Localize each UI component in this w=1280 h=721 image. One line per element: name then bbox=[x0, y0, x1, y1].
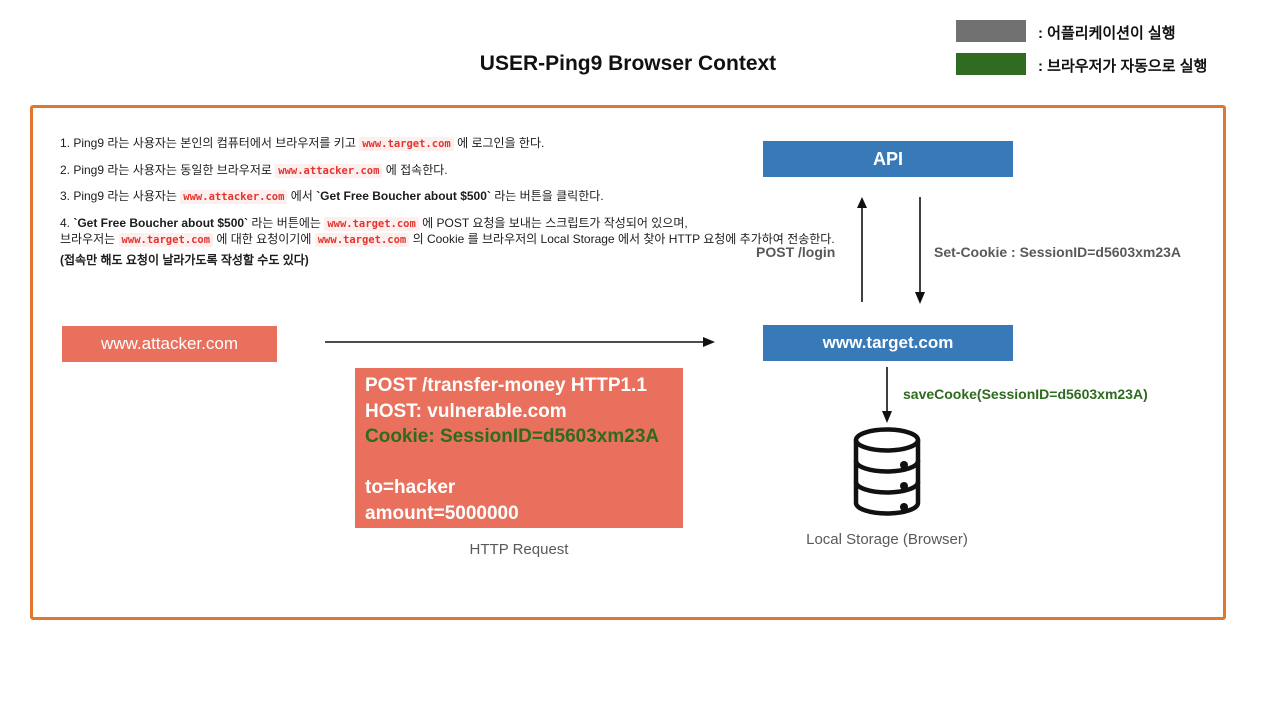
step-1-text-end: 에 로그인을 한다. bbox=[453, 136, 545, 150]
step-4b-text: 브라우저는 bbox=[60, 232, 119, 246]
arrow-right-attacker-to-target bbox=[325, 337, 715, 347]
step-3-text: 3. Ping9 라는 사용자는 bbox=[60, 189, 181, 203]
request-line-cookie: Cookie: SessionID=d5603xm23A bbox=[365, 426, 660, 447]
step-1: 1. Ping9 라는 사용자는 본인의 컴퓨터에서 브라우저를 키고 www.… bbox=[60, 136, 544, 152]
step-3: 3. Ping9 라는 사용자는 www.attacker.com 에서 `Ge… bbox=[60, 189, 604, 205]
step-3-code-attacker: www.attacker.com bbox=[180, 190, 288, 204]
label-save-cookie: saveCooke(SessionID=d5603xm23A) bbox=[903, 386, 1148, 402]
local-storage-label: Local Storage (Browser) bbox=[806, 531, 968, 548]
arrow-up-post-login bbox=[857, 197, 867, 302]
node-attacker: www.attacker.com bbox=[62, 326, 277, 362]
step-4-line-2: 브라우저는 www.target.com 에 대한 요청이기에 www.targ… bbox=[60, 232, 835, 248]
step-4-code-target: www.target.com bbox=[324, 217, 419, 231]
request-line-method: POST /transfer-money HTTP1.1 bbox=[365, 375, 647, 396]
step-2: 2. Ping9 라는 사용자는 동일한 브라우저로 www.attacker.… bbox=[60, 163, 448, 179]
step-4b-text-end: 의 Cookie 를 브라우저의 Local Storage 에서 찾아 HTT… bbox=[409, 232, 835, 246]
step-4-text-mid: 라는 버튼에는 bbox=[248, 216, 325, 230]
step-4-text-end: 에 POST 요청을 보내는 스크립트가 작성되어 있으며, bbox=[418, 216, 688, 230]
label-set-cookie: Set-Cookie : SessionID=d5603xm23A bbox=[934, 244, 1182, 260]
step-4b-code-target-2: www.target.com bbox=[314, 233, 410, 247]
legend-label-browser: : 브라우저가 자동으로 실행 bbox=[1038, 58, 1208, 75]
step-3-text-mid: 에서 bbox=[287, 189, 317, 203]
node-api: API bbox=[763, 141, 1013, 177]
step-4b-code-target-1: www.target.com bbox=[118, 233, 214, 247]
legend-swatch-application bbox=[956, 20, 1026, 42]
step-2-code-attacker: www.attacker.com bbox=[275, 164, 383, 178]
step-3-button-name: `Get Free Boucher about $500` bbox=[316, 189, 491, 203]
http-request-caption: HTTP Request bbox=[469, 541, 569, 558]
step-2-text-end: 에 접속한다. bbox=[382, 163, 448, 177]
step-4b-text-mid: 에 대한 요청이기에 bbox=[213, 232, 315, 246]
step-2-text: 2. Ping9 라는 사용자는 동일한 브라우저로 bbox=[60, 163, 276, 177]
legend-swatch-browser bbox=[956, 53, 1026, 75]
step-1-code-target: www.target.com bbox=[359, 137, 454, 151]
step-1-text: 1. Ping9 라는 사용자는 본인의 컴퓨터에서 브라우저를 키고 bbox=[60, 136, 360, 150]
diagram-frame bbox=[30, 105, 1226, 620]
request-line-amount: amount=5000000 bbox=[365, 502, 519, 524]
step-4-line-1: 4. `Get Free Boucher about $500` 라는 버튼에는… bbox=[60, 216, 688, 232]
request-line-blank bbox=[365, 450, 683, 476]
step-4-button-name: `Get Free Boucher about $500` bbox=[73, 216, 249, 230]
label-post-login: POST /login bbox=[756, 244, 836, 260]
arrow-down-set-cookie bbox=[915, 197, 925, 304]
arrow-down-save-cookie bbox=[882, 367, 892, 423]
page-title: USER-Ping9 Browser Context bbox=[479, 52, 777, 75]
node-target: www.target.com bbox=[763, 325, 1013, 361]
database-icon bbox=[853, 427, 921, 516]
http-request-box: POST /transfer-money HTTP1.1 HOST: vulne… bbox=[355, 368, 683, 528]
step-4-number: 4. bbox=[60, 216, 74, 230]
request-line-host: HOST: vulnerable.com bbox=[365, 400, 567, 422]
request-line-to: to=hacker bbox=[365, 477, 456, 498]
note-text: (접속만 해도 요청이 날라가도록 작성할 수도 있다) bbox=[60, 253, 309, 267]
step-3-text-end: 라는 버튼을 클릭한다. bbox=[490, 189, 604, 203]
legend-label-application: : 어플리케이션이 실행 bbox=[1038, 25, 1176, 42]
